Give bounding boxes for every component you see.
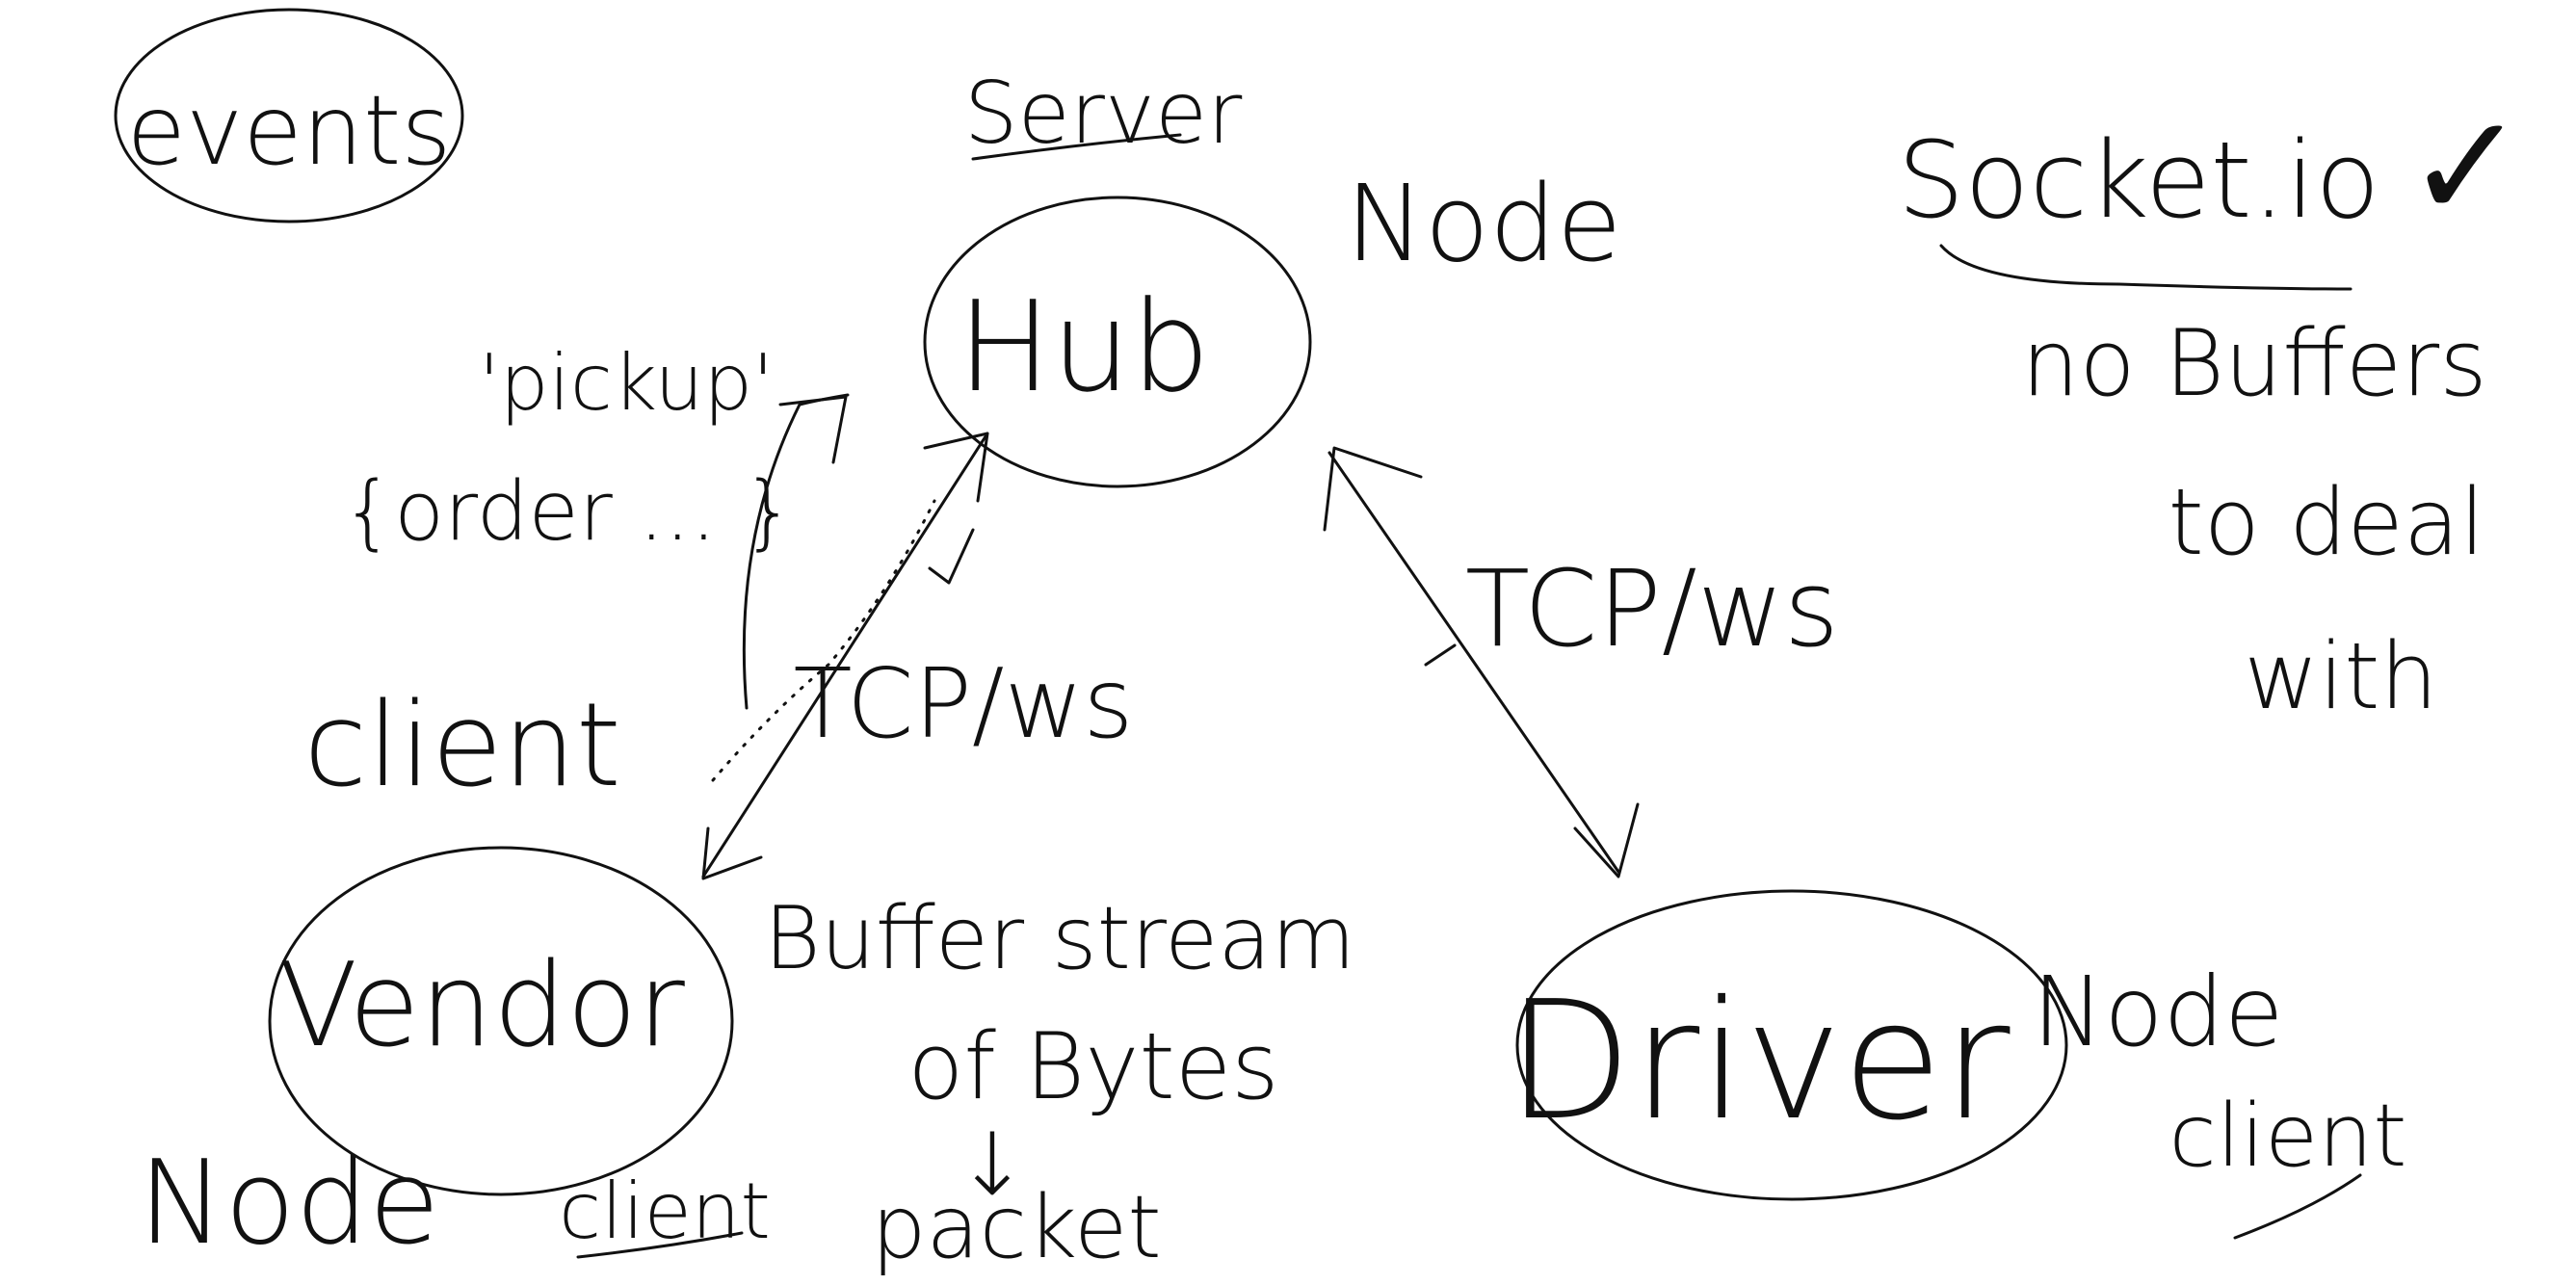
driver-ellipse — [1515, 889, 2068, 1201]
hub-driver-link — [1327, 451, 1620, 874]
driver-node: Driver Node client — [1506, 889, 2407, 1240]
events-label: events — [127, 74, 452, 187]
node-label-driver: Node — [2033, 956, 2284, 1068]
socketio-underline — [1939, 244, 2353, 291]
pickup-label: 'pickup' — [479, 338, 774, 428]
vendor-hub-link — [701, 432, 989, 879]
dotted-trace-line — [711, 499, 936, 782]
vendor-label: Vendor — [278, 939, 685, 1073]
vendor-hub-arrowhead-top — [923, 432, 989, 503]
buffer-arrow: ↓ — [956, 1115, 1028, 1216]
hub-label: Hub — [958, 274, 1211, 420]
hub-ellipse — [923, 196, 1312, 488]
hub-node: Server Hub — [923, 64, 1312, 488]
pickup-event: 'pickup' {order ... } — [342, 338, 795, 560]
client-driver-underline — [2233, 1173, 2362, 1240]
socketio-note-1: no Buffers — [2021, 311, 2486, 417]
buffer-line-2: of Bytes — [907, 1014, 1278, 1120]
pickup-arrowhead — [778, 395, 848, 464]
driver-label: Driver — [1506, 966, 2010, 1157]
client-label-vendor: client — [559, 1167, 771, 1256]
events-ellipse — [114, 8, 464, 223]
hub-driver-tick — [1424, 643, 1457, 667]
events-node: events — [114, 8, 464, 223]
tcp-label-left: TCP/ws — [794, 647, 1134, 760]
order-label: {order ... } — [342, 464, 795, 560]
client-label-driver: client — [2169, 1086, 2406, 1187]
node-label-top: Node — [1345, 162, 1621, 285]
socketio-note-3: with — [2244, 624, 2438, 730]
hub-driver-arrowhead-bottom — [1573, 802, 1640, 879]
buffer-line-1: Buffer stream — [764, 888, 1355, 989]
buffer-line-3: packet — [871, 1177, 1161, 1278]
client-label: client — [303, 679, 621, 813]
socketio-note: Socket.io ✓ no Buffers to deal with — [1897, 84, 2526, 730]
socketio-note-2: to deal — [2169, 470, 2485, 576]
server-label: Server — [964, 64, 1243, 163]
server-underline — [971, 133, 1182, 161]
vendor-hub-arrowhead-bottom — [701, 826, 763, 880]
tcp-label-right: TCP/ws — [1465, 547, 1839, 670]
vendor-node: client Vendor Node client — [138, 679, 770, 1271]
hub-driver-arrowhead-top — [1323, 446, 1423, 532]
checkmark-icon: ✓ — [2405, 84, 2527, 251]
vendor-hub-tick — [928, 528, 975, 585]
socketio-label: Socket.io — [1897, 118, 2379, 242]
vendor-ellipse — [268, 846, 734, 1196]
node-label-vendor: Node — [138, 1137, 439, 1271]
buffer-note: Buffer stream of Bytes ↓ packet — [764, 888, 1355, 1278]
client-vendor-underline — [576, 1231, 744, 1259]
